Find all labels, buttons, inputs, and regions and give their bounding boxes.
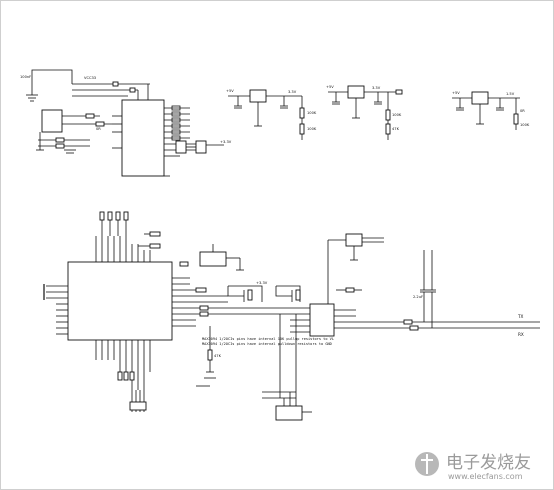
regulator-3: +5V 1.5V 0R 100K bbox=[452, 91, 530, 130]
crystal-block bbox=[41, 109, 63, 133]
mcu-chip bbox=[67, 261, 173, 341]
reg2-in-label: +5V bbox=[326, 85, 334, 89]
top-ic-chip bbox=[121, 99, 165, 177]
note-line-2: MAX3094 1/2OCIs pins have internal pulld… bbox=[202, 342, 332, 346]
reg2-rtop-label: 100K bbox=[392, 113, 402, 117]
reg2-out-label: 3.3V bbox=[372, 86, 381, 90]
cap-value-2u2: 2.2uF bbox=[413, 295, 423, 299]
reg1-out-label: 3.3V bbox=[288, 90, 297, 94]
reg1-rtop-label: 100K bbox=[307, 111, 317, 115]
regulator-2: +5V 3.3V 100K 47K bbox=[326, 85, 403, 140]
watermark-text: 电子发烧友 bbox=[446, 453, 531, 473]
watermark-url: www.elecfans.com bbox=[448, 472, 523, 481]
reg1-in-label: +5V bbox=[226, 89, 234, 93]
rail-label-3v3-lower: +3.3V bbox=[256, 281, 268, 285]
watermark-logo bbox=[415, 452, 439, 476]
bottom-connector bbox=[262, 314, 312, 421]
transceiver-block: 2.2uF TX RX bbox=[290, 233, 540, 337]
reg1-rbot-label: 100K bbox=[307, 127, 317, 131]
reg3-rtop-label: 0R bbox=[520, 109, 525, 113]
out-label-rx: RX bbox=[518, 332, 524, 337]
rail-label-vcc33: VCC33 bbox=[84, 76, 96, 80]
cap-value-label: 100nF bbox=[20, 75, 31, 79]
mcu-block bbox=[43, 211, 310, 412]
reg3-out-label: 1.5V bbox=[506, 92, 515, 96]
res-value-label: 0R bbox=[96, 127, 101, 131]
reg3-rbot-label: 100K bbox=[520, 123, 530, 127]
net-label-3v3: +3.3V bbox=[220, 140, 232, 144]
reg2-rbot-label: 47K bbox=[392, 127, 400, 131]
regulator-1: +5V 3.3V 100K 100K bbox=[226, 89, 317, 140]
note-line-1: MAX3094 1/2OCIs pins have internal 10K p… bbox=[202, 337, 334, 341]
transceiver-chip bbox=[309, 303, 335, 337]
reg3-in-label: +5V bbox=[452, 91, 460, 95]
top-left-circuit: 100nF VCC33 bbox=[20, 69, 232, 177]
mid-interface: +3.3V 47K MAX3094 1/2OCIs pins have inte… bbox=[196, 244, 334, 387]
out-label-tx: TX bbox=[517, 314, 524, 319]
res-value-47k: 47K bbox=[214, 354, 222, 358]
mid-connector bbox=[199, 251, 227, 267]
small-ic bbox=[345, 233, 363, 247]
